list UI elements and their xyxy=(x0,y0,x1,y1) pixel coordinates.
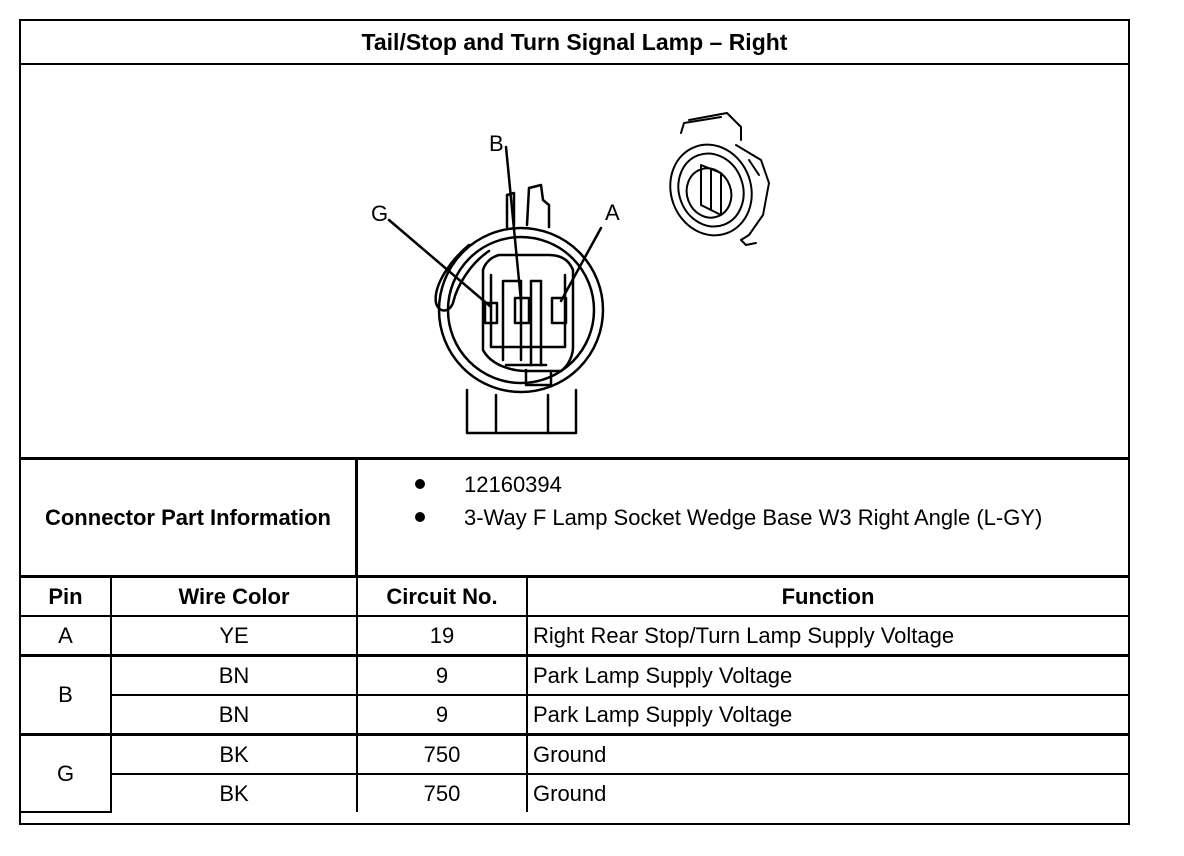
table-row: BK 750 Ground xyxy=(21,773,1128,812)
connector-document: Tail/Stop and Turn Signal Lamp – Right xyxy=(19,19,1130,825)
circuit-cell: 19 xyxy=(356,615,528,657)
function-cell: Right Rear Stop/Turn Lamp Supply Voltage xyxy=(526,615,1128,657)
circuit-cell: 9 xyxy=(356,694,528,736)
function-cell: Ground xyxy=(526,773,1128,812)
connector-description: 3-Way F Lamp Socket Wedge Base W3 Right … xyxy=(358,503,1128,533)
connector-info-list: 12160394 3-Way F Lamp Socket Wedge Base … xyxy=(358,460,1128,578)
header-circuit: Circuit No. xyxy=(356,578,528,617)
table-row: BN 9 Park Lamp Supply Voltage xyxy=(21,694,1128,736)
pin-b-leader xyxy=(504,145,523,303)
function-cell: Park Lamp Supply Voltage xyxy=(526,654,1128,696)
circuit-cell: 750 xyxy=(356,733,528,775)
connector-info-label: Connector Part Information xyxy=(21,460,358,578)
pin-b-cavity xyxy=(513,296,531,325)
pin-g-label: G xyxy=(371,201,388,226)
table-header-row: Pin Wire Color Circuit No. Function xyxy=(21,578,1128,617)
pin-cell: A xyxy=(21,615,112,657)
header-function: Function xyxy=(526,578,1128,617)
wire-color-cell: BN xyxy=(110,654,358,696)
function-cell: Park Lamp Supply Voltage xyxy=(526,694,1128,736)
pin-a-cavity xyxy=(550,296,568,325)
pin-g-leader xyxy=(387,218,493,309)
table-row: A YE 19 Right Rear Stop/Turn Lamp Supply… xyxy=(21,615,1128,657)
pin-function-table: Pin Wire Color Circuit No. Function A YE… xyxy=(21,578,1128,813)
socket-face-view xyxy=(387,145,605,435)
pin-cell: B xyxy=(21,654,112,736)
pin-g-cavity xyxy=(483,301,499,325)
connector-face-drawing: B G A xyxy=(371,112,770,435)
wire-color-cell: BN xyxy=(111,694,358,736)
table-row: G BK 750 Ground xyxy=(21,733,1128,813)
header-pin: Pin xyxy=(21,578,112,617)
circuit-cell: 750 xyxy=(356,773,528,812)
bullet-icon xyxy=(415,512,425,522)
pin-a-leader xyxy=(559,226,603,303)
pin-a-label: A xyxy=(605,200,620,225)
wire-color-cell: YE xyxy=(110,615,358,657)
pin-cell: G xyxy=(21,733,112,813)
document-title: Tail/Stop and Turn Signal Lamp – Right xyxy=(21,21,1128,65)
function-cell: Ground xyxy=(526,733,1128,775)
pin-b-label: B xyxy=(489,131,504,156)
circuit-cell: 9 xyxy=(356,654,528,696)
socket-isometric-view xyxy=(669,112,770,246)
header-wire-color: Wire Color xyxy=(110,578,358,617)
connector-diagram-panel: B G A xyxy=(21,65,1128,460)
wire-color-cell: BK xyxy=(111,773,358,812)
bullet-icon xyxy=(415,479,425,489)
wire-color-cell: BK xyxy=(110,733,358,775)
connector-part-number: 12160394 xyxy=(358,470,1128,500)
table-row: B BN 9 Park Lamp Supply Voltage xyxy=(21,654,1128,736)
